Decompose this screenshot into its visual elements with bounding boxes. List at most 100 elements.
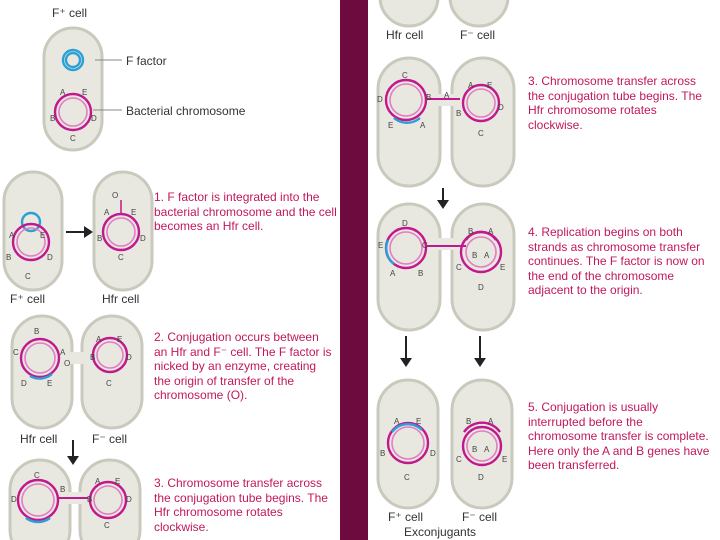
bacterial-chromosome-ring [53,92,93,132]
svg-text:D: D [498,103,504,112]
step3-left-caption: 3. Chromosome transfer across the conjug… [154,476,328,534]
step1-arrow [66,226,93,238]
step3-right-conjugating-pair: C D B A E A A E B D C [376,56,516,188]
svg-text:A: A [488,227,494,236]
svg-text:A: A [484,445,490,454]
svg-text:B: B [380,449,385,458]
svg-text:D: D [126,495,132,504]
svg-text:E: E [378,241,383,250]
step4-conjugating-pair: D E C A B B A B A C E D [376,202,516,332]
step2-fminus-label: F⁻ cell [92,432,128,446]
step3-left-conjugating-pair: C D B A E B D C [8,458,142,540]
step3-right-caption: 3. Chromosome transfer across the conjug… [528,74,702,132]
svg-text:A: A [394,417,400,426]
svg-text:D: D [377,95,383,104]
bottom-fplus-label: F⁺ cell [388,510,424,524]
svg-text:E: E [416,417,421,426]
svg-text:C: C [25,272,31,281]
svg-text:B: B [426,93,431,102]
svg-text:B: B [456,109,461,118]
ffactor-label: F factor [126,54,167,68]
svg-text:A: A [104,208,110,217]
top-fplus-cell: A E B D C [42,26,122,152]
gene-c-label: C [70,134,76,143]
svg-text:C: C [478,129,484,138]
svg-text:C: C [118,253,124,262]
step4-arrows-down [400,336,486,367]
svg-text:E: E [502,455,507,464]
svg-text:D: D [47,253,53,262]
svg-text:B: B [97,234,102,243]
svg-text:B: B [90,353,95,362]
origin-label: O [112,191,118,200]
panel-divider [340,0,368,540]
svg-text:A: A [444,91,450,100]
step2-arrow-down [67,440,79,465]
gene-b-label: B [50,114,55,123]
svg-text:A: A [488,417,494,426]
svg-text:O: O [64,359,70,368]
svg-text:B: B [418,269,423,278]
svg-text:B: B [34,327,39,336]
svg-text:C: C [13,348,19,357]
step1-caption: 1. F factor is integrated into the bacte… [154,190,337,233]
svg-text:E: E [117,335,122,344]
svg-text:E: E [388,121,393,130]
svg-text:E: E [500,263,505,272]
left-diagram: A E B D C A E B D C O A [2,26,154,540]
step2-hfr-label: Hfr cell [20,432,58,446]
bottom-fminus-label: F⁻ cell [462,510,498,524]
step1-hfr-cell: O A E B D C [92,170,154,292]
step1-fplus-label: F⁺ cell [10,292,46,306]
svg-text:B: B [60,485,65,494]
top-fminus-label: F⁻ cell [460,28,496,42]
svg-text:A: A [420,121,426,130]
svg-text:A: A [96,335,102,344]
svg-text:E: E [115,477,120,486]
gene-a-label: A [60,88,66,97]
step5-caption: 5. Conjugation is usually interrupted be… [528,400,710,472]
svg-text:C: C [404,473,410,482]
svg-text:A: A [95,477,101,486]
svg-text:B: B [87,495,92,504]
svg-text:C: C [456,263,462,272]
svg-text:C: C [402,71,408,80]
svg-text:D: D [478,473,484,482]
svg-text:A: A [60,348,66,357]
svg-text:C: C [422,241,428,250]
step2-caption: 2. Conjugation occurs between an Hfr and… [154,330,332,402]
svg-text:D: D [402,219,408,228]
svg-text:C: C [104,521,110,530]
chromosome-label: Bacterial chromosome [126,104,246,118]
top-hfr-label: Hfr cell [386,28,424,42]
svg-text:D: D [430,449,436,458]
svg-text:D: D [478,283,484,292]
svg-text:A: A [9,231,15,240]
svg-text:B: B [468,227,473,236]
svg-text:C: C [106,379,112,388]
svg-text:D: D [126,353,132,362]
left-panel: A E B D C A E B D C O A [0,0,340,540]
svg-text:A: A [484,251,490,260]
svg-text:A: A [390,269,396,278]
step3-right-arrow-down [437,188,449,209]
step1-hfr-label: Hfr cell [102,292,140,306]
svg-text:D: D [140,234,146,243]
svg-text:C: C [456,455,462,464]
ffactor-plasmid [61,48,85,72]
step2-conjugating-pair: B C A O D E A E B D C [10,314,144,430]
svg-text:E: E [487,81,492,90]
top-fplus-cell-label: F⁺ cell [52,6,88,20]
step4-caption: 4. Replication begins on both strands as… [528,225,705,297]
svg-text:D: D [11,495,17,504]
svg-text:E: E [40,231,45,240]
right-panel: C D B A E A A E B D C D [368,0,720,540]
svg-text:B: B [6,253,11,262]
exconjugants-label: Exconjugants [404,525,477,539]
step1-fplus-cell: A E B D C [2,170,64,292]
svg-text:B: B [466,417,471,426]
svg-text:A: A [468,81,474,90]
svg-text:E: E [131,208,136,217]
gene-d-label: D [91,114,97,123]
svg-text:D: D [21,379,27,388]
